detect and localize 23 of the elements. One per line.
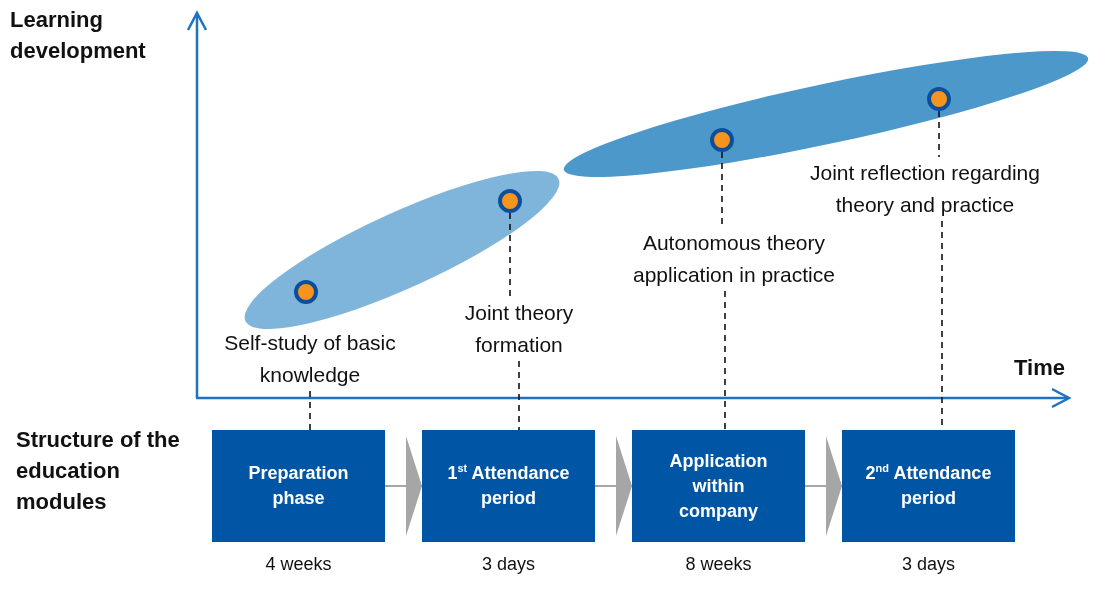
axis-title: Time [1013,354,1065,382]
step-text: Autonomous theory application in practice [599,227,869,291]
module-box: 1$^{st}$ Attendance period [422,430,595,542]
duration-text: 4 weeks [264,554,333,575]
module-box: 2$^{nd}$ Attendance period [842,430,1015,542]
dashed-line [518,360,520,431]
axis-title: Learning development [10,6,147,65]
module-box: Application within company [632,430,805,542]
duration-text: 8 weeks [684,554,753,575]
axis-title: Structure of the education modules [16,426,181,516]
dashed-line [309,390,311,431]
step-text: Joint reflection regarding theory and practice [780,157,1070,221]
module-box: Preparation phase [212,430,385,542]
step-text: Self-study of basic knowledge [220,327,400,391]
chevron-arrow [804,436,843,536]
chevron-arrow [594,436,633,536]
step-text: Joint theory formation [439,297,599,361]
dashed-line [509,212,511,298]
chevron-arrow [384,436,423,536]
duration-text: 3 days [900,554,956,575]
dashed-line [938,110,940,158]
duration-text: 3 days [480,554,536,575]
dashed-line [724,290,726,431]
